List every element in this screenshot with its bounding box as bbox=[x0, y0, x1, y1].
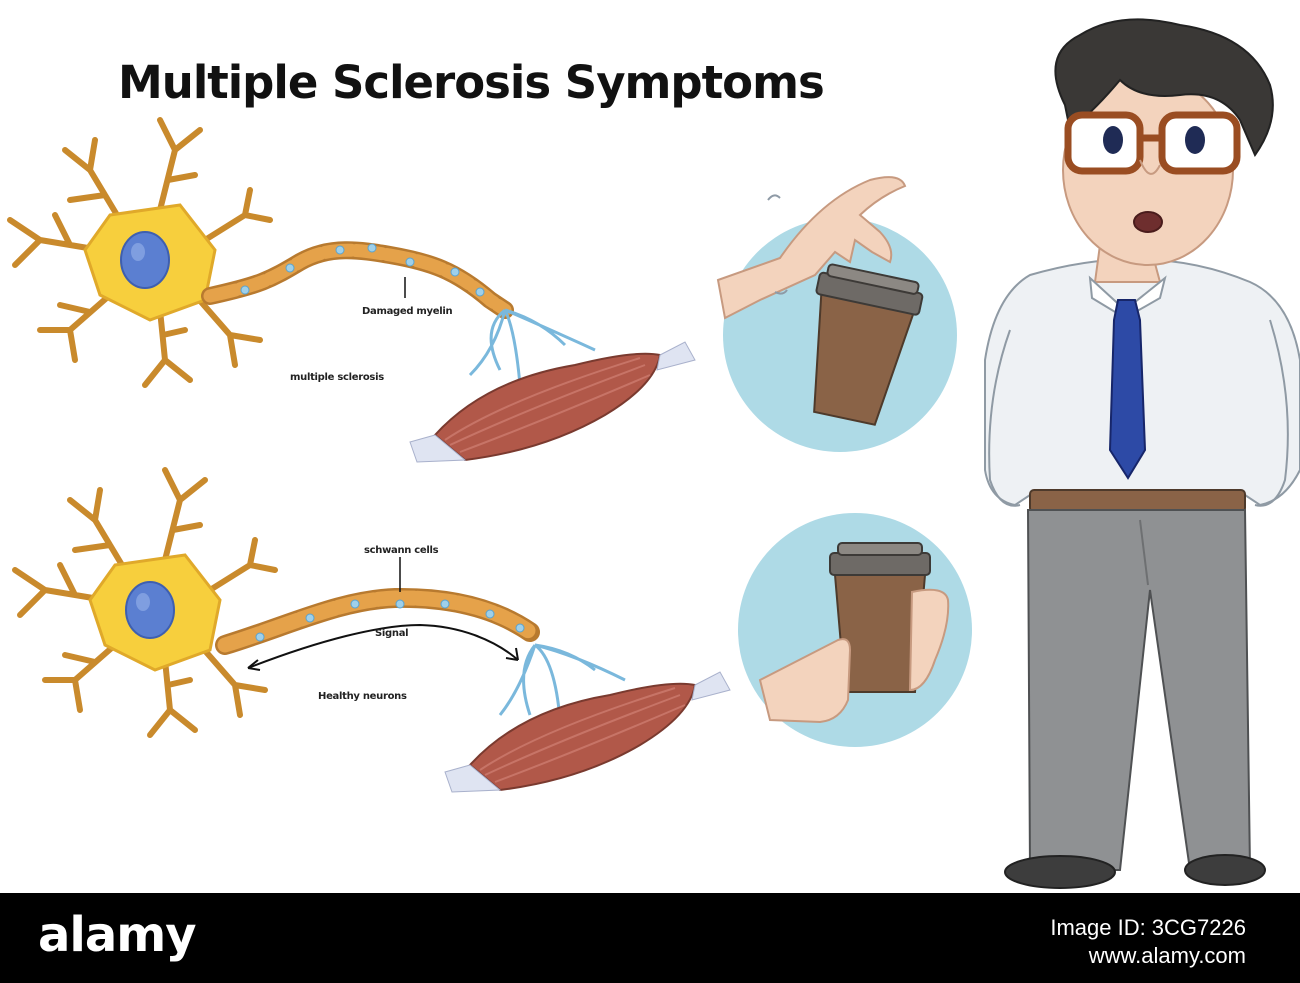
page-title: Multiple Sclerosis Symptoms bbox=[118, 56, 825, 109]
steady-cup bbox=[829, 542, 931, 693]
healthy-callout-label: schwann cells bbox=[364, 545, 439, 556]
holding-cup-panel bbox=[738, 513, 972, 747]
hair bbox=[1054, 18, 1274, 158]
ms-callout-label: Damaged myelin bbox=[362, 306, 453, 317]
illustration bbox=[0, 18, 1300, 889]
left-arm bbox=[988, 329, 1021, 507]
ms-muscle bbox=[409, 341, 696, 463]
signal-label: Signal bbox=[375, 628, 409, 639]
mouth bbox=[1133, 211, 1163, 233]
worried-man bbox=[984, 18, 1300, 889]
right-eye bbox=[1185, 126, 1205, 154]
left-shoe bbox=[1004, 855, 1116, 889]
watermark-footer: alamy Image ID: 3CG7226 www.alamy.com bbox=[0, 893, 1300, 983]
ms-caption: multiple sclerosis bbox=[290, 372, 384, 383]
left-eye bbox=[1103, 126, 1123, 154]
healthy-nerve-fibers bbox=[498, 643, 626, 721]
image-id: Image ID: 3CG7226 bbox=[1050, 915, 1246, 940]
signal-arrow bbox=[247, 623, 519, 671]
nose bbox=[1139, 159, 1161, 175]
falling-cup bbox=[813, 263, 924, 426]
healthy-caption: Healthy neurons bbox=[318, 691, 407, 702]
trousers bbox=[1026, 509, 1252, 871]
site-url: www.alamy.com bbox=[1088, 943, 1246, 968]
steady-hand bbox=[758, 588, 950, 724]
ms-axon bbox=[201, 241, 514, 319]
ms-nerve-fibers bbox=[468, 308, 596, 386]
healthy-muscle bbox=[444, 671, 731, 793]
ms-neuron bbox=[10, 120, 270, 385]
right-shoe bbox=[1184, 854, 1266, 886]
healthy-axon bbox=[215, 587, 540, 655]
right-arm bbox=[1254, 319, 1289, 507]
belt bbox=[1029, 489, 1246, 513]
healthy-neuron bbox=[15, 470, 275, 735]
tie bbox=[1108, 299, 1147, 480]
dropping-cup-panel bbox=[716, 176, 957, 452]
brand-logo: alamy bbox=[38, 907, 197, 963]
